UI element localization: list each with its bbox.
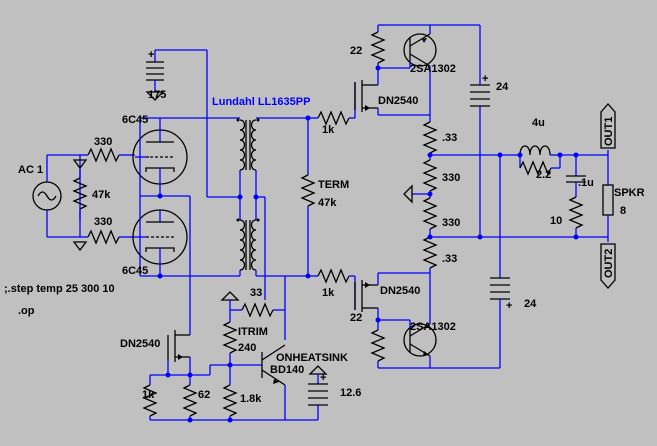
label-onheatsink: ONHEATSINK — [276, 352, 348, 364]
resistor-33-trim — [241, 302, 274, 318]
resistor-term — [300, 174, 316, 207]
battery-24-top: + — [470, 73, 490, 107]
label-r-grid-top: 330 — [94, 136, 112, 148]
label-op-cmd: .op — [18, 305, 35, 317]
resistor-itrim — [222, 321, 238, 354]
label-r-22-bot: 22 — [350, 312, 362, 324]
port-out2 — [600, 243, 616, 289]
label-out1: OUT1 — [603, 117, 615, 146]
speaker-load — [602, 184, 614, 216]
label-spkr: SPKR — [614, 187, 645, 199]
ground-icon — [72, 241, 88, 252]
svg-text:+: + — [482, 73, 488, 85]
label-cap: .1u — [578, 177, 594, 189]
ac-source — [32, 155, 62, 237]
mosfet-ccs — [167, 330, 190, 362]
label-q-top: 2SA1302 — [410, 63, 456, 75]
battery-175: + — [145, 49, 165, 101]
resistor-1k-bot — [317, 268, 350, 284]
label-supply-24-bot: 24 — [524, 298, 537, 310]
label-out2: OUT2 — [603, 249, 615, 278]
label-supply-175: 175 — [148, 89, 166, 101]
label-q-bot: 2SA1302 — [410, 321, 456, 333]
resistor-330-grid-bot — [87, 229, 120, 245]
port-out1 — [600, 103, 616, 149]
tube-bottom — [132, 209, 188, 265]
label-r-33-trim: 33 — [250, 287, 262, 299]
label-r-term: 47k — [318, 197, 337, 209]
label-fet-ccs: DN2540 — [120, 338, 160, 350]
resistor-2-2 — [519, 160, 552, 176]
resistor-62 — [182, 384, 198, 417]
transformer-lundahl — [236, 118, 260, 271]
svg-text:+: + — [506, 300, 512, 312]
bjt-bottom — [403, 273, 437, 368]
label-r-1k-bot: 1k — [322, 287, 335, 299]
label-step-cmd: ;.step temp 25 300 10 — [4, 283, 115, 295]
label-supply-12-6: 12.6 — [340, 387, 361, 399]
ground-icon — [220, 291, 240, 301]
label-fet-top: DN2540 — [378, 95, 418, 107]
label-r-033-bot: .33 — [442, 253, 457, 265]
label-r-1k-top: 1k — [322, 124, 335, 136]
bjt-top — [403, 25, 437, 115]
label-r-10: 10 — [550, 215, 562, 227]
label-r-1-8k: 1.8k — [240, 393, 262, 405]
label-r-2-2: 2.2 — [536, 169, 551, 181]
label-r-330-top: 330 — [442, 172, 460, 184]
label-bd140: BD140 — [270, 364, 304, 376]
svg-text:+: + — [320, 372, 326, 384]
label-supply-24-top: 24 — [496, 81, 509, 93]
label-transformer: Lundahl LL1635PP — [212, 96, 310, 108]
label-fet-bot: DN2540 — [380, 285, 420, 297]
label-r-22-top: 22 — [350, 45, 362, 57]
label-r-62: 62 — [198, 389, 210, 401]
resistor-033-top — [422, 121, 438, 154]
label-itrim: ITRIM — [238, 326, 268, 338]
label-spkr-val: 8 — [620, 205, 626, 217]
label-term: TERM — [318, 179, 349, 191]
resistor-47k-input — [72, 170, 88, 220]
label-inductor: 4u — [532, 117, 545, 129]
label-r-1k-ccs: 1k — [142, 389, 155, 401]
label-tube-top: 6C45 — [122, 114, 148, 126]
label-tube-bot: 6C45 — [122, 265, 148, 277]
resistor-1-8k — [222, 384, 238, 417]
resistor-22-bot — [370, 329, 386, 362]
label-itrim-val: 240 — [238, 342, 256, 354]
resistor-330-grid-top — [87, 147, 120, 163]
label-r-330-bot: 330 — [442, 217, 460, 229]
bjt-bd140 — [261, 344, 286, 386]
resistor-10 — [568, 196, 584, 229]
ground-icon — [145, 91, 165, 101]
label-r-47k-in: 47k — [92, 189, 111, 201]
ground-icon — [72, 159, 88, 170]
inductor-4u — [519, 145, 551, 156]
resistor-033-bot — [422, 236, 438, 269]
label-r-033-top: .33 — [442, 132, 457, 144]
resistor-330-top — [422, 159, 438, 192]
resistor-330-bot — [422, 197, 438, 230]
resistor-1k-ccs — [142, 384, 158, 417]
label-ac-source: AC 1 — [18, 164, 43, 176]
svg-text:+: + — [148, 49, 154, 61]
battery-24-bot: + — [490, 277, 512, 312]
resistor-1k-top — [317, 110, 350, 126]
mosfet-top — [354, 68, 379, 115]
resistor-22-top — [370, 31, 386, 64]
label-r-grid-bot: 330 — [94, 216, 112, 228]
ground-icon — [403, 184, 413, 204]
tube-top — [132, 129, 188, 185]
